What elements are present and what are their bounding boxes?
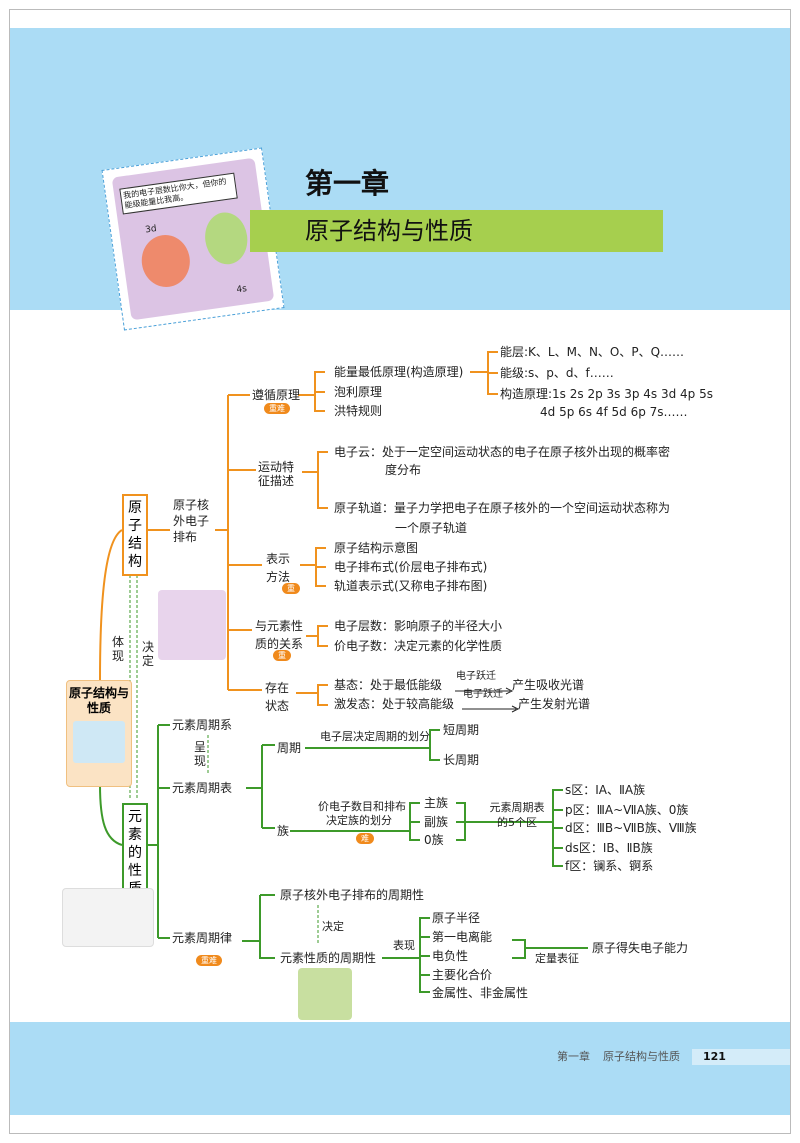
chapter-title: 原子结构与性质	[305, 217, 473, 245]
atomic-orbital: 原子轨道：量子力学把电子在原子核外的一个空间运动状态称为	[334, 501, 671, 515]
periodic-system: 元素周期系	[172, 718, 233, 732]
period-label: 周期	[277, 741, 302, 755]
badge-key-difficult: 重难	[264, 403, 290, 414]
atomic-orbital-cont: 一个原子轨道	[395, 521, 468, 535]
footer-chapter: 第一章	[557, 1050, 590, 1063]
transition-label: 电子跃迁	[456, 671, 496, 682]
electron-cloud-cont: 度分布	[385, 463, 422, 477]
law-decide-label: 决定	[322, 920, 344, 933]
energy-level: 能级:s、p、d、f……	[500, 366, 614, 380]
zone-item: f区：镧系、锕系	[565, 859, 654, 873]
repr-item: 轨道表示式(又称电子排布图)	[334, 579, 488, 593]
excited-state: 激发态：处于较高能级	[334, 697, 455, 711]
property-item: 主要化合价	[432, 968, 493, 982]
principle-item: 能量最低原理(构造原理)	[334, 365, 464, 379]
shepherd-cartoon	[298, 968, 352, 1020]
property-item: 第一电离能	[432, 930, 493, 944]
zones-label: 元素周期表的5个区	[489, 801, 545, 829]
group-item: 副族	[424, 815, 449, 829]
show-label: 表现	[393, 939, 415, 952]
relation-label: 与元素性质的关系	[255, 619, 304, 651]
node-atomic-structure: 原子结构	[122, 494, 148, 576]
follow-principle: 遵循原理	[252, 388, 301, 402]
badge-key-difficult: 重难	[196, 955, 222, 966]
footer-title: 原子结构与性质	[603, 1050, 680, 1063]
energy-shell: 能层:K、L、M、N、O、P、Q……	[500, 345, 685, 359]
electron-cloud: 电子云：处于一定空间运动状态的电子在原子核外出现的概率密	[334, 445, 671, 459]
ionization-chart-image	[62, 888, 154, 947]
building-image	[73, 721, 125, 763]
energy-level-cartoon	[158, 590, 226, 660]
law-electron-periodicity: 原子核外电子排布的周期性	[280, 888, 425, 902]
property-item: 金属性、非金属性	[432, 986, 529, 1000]
zone-item: s区：ⅠA、ⅡA族	[565, 783, 646, 797]
group-item: 0族	[424, 833, 444, 847]
state-label: 存在状态	[265, 681, 290, 713]
repr-label: 表示方法	[266, 552, 291, 584]
long-period: 长周期	[443, 753, 480, 767]
chapter-number: 第一章	[305, 167, 390, 200]
periodic-law: 元素周期律	[172, 931, 233, 945]
page-number: 121	[703, 1050, 726, 1063]
period-note: 电子层决定周期的划分	[320, 730, 430, 743]
ground-state: 基态：处于最低能级	[334, 678, 443, 692]
quantitative-label: 定量表征	[535, 952, 579, 965]
zone-item: p区：ⅢA~ⅦA族、0族	[565, 803, 689, 817]
motion-label: 运动特征描述	[258, 460, 295, 488]
decide-label: 决定	[142, 640, 155, 668]
center-node: 原子结构与性质	[66, 680, 132, 787]
repr-item: 原子结构示意图	[334, 541, 419, 555]
property-item: 电负性	[432, 949, 469, 963]
zone-item: ds区：ⅠB、ⅡB族	[565, 841, 653, 855]
group-label: 族	[277, 824, 290, 838]
absorption-spectrum: 产生吸收光谱	[512, 678, 585, 692]
center-title: 原子结构与性质	[68, 686, 129, 715]
property-item: 原子半径	[432, 911, 481, 925]
page-footer	[10, 1022, 790, 1115]
short-period: 短周期	[443, 723, 480, 737]
principle-item: 泡利原理	[334, 385, 383, 399]
electron-config-label: 原子核外电子排布	[173, 498, 210, 544]
zone-item: d区：ⅢB~ⅦB族、Ⅷ族	[565, 821, 697, 835]
aufbau-order: 构造原理:1s 2s 2p 3s 3p 4s 3d 4p 5s	[500, 387, 714, 401]
embody-label: 体现	[112, 635, 125, 663]
badge-key: 重	[273, 650, 291, 661]
periodic-table: 元素周期表	[172, 781, 233, 795]
principle-item: 洪特规则	[334, 404, 383, 418]
group-note: 价电子数目和排布	[318, 800, 406, 813]
badge-key: 重	[282, 583, 300, 594]
relation-item: 电子层数：影响原子的半径大小	[334, 619, 503, 633]
title-bar	[250, 210, 663, 252]
aufbau-order-cont: 4d 5p 6s 4f 5d 6p 7s……	[540, 405, 688, 419]
group-item: 主族	[424, 796, 449, 810]
group-note-cont: 决定族的划分	[326, 814, 392, 827]
relation-item: 价电子数：决定元素的化学性质	[334, 639, 503, 653]
present-label: 呈现	[194, 740, 207, 768]
repr-item: 电子排布式(价层电子排布式)	[334, 560, 488, 574]
electron-gain-loss-ability: 原子得失电子能力	[592, 941, 689, 955]
emission-spectrum: 产生发射光谱	[518, 697, 591, 711]
law-property-periodicity: 元素性质的周期性	[280, 951, 377, 965]
transition-label: 电子跃迁	[463, 689, 503, 700]
page-number-tab	[692, 1049, 790, 1065]
badge-difficult: 难	[356, 833, 374, 844]
